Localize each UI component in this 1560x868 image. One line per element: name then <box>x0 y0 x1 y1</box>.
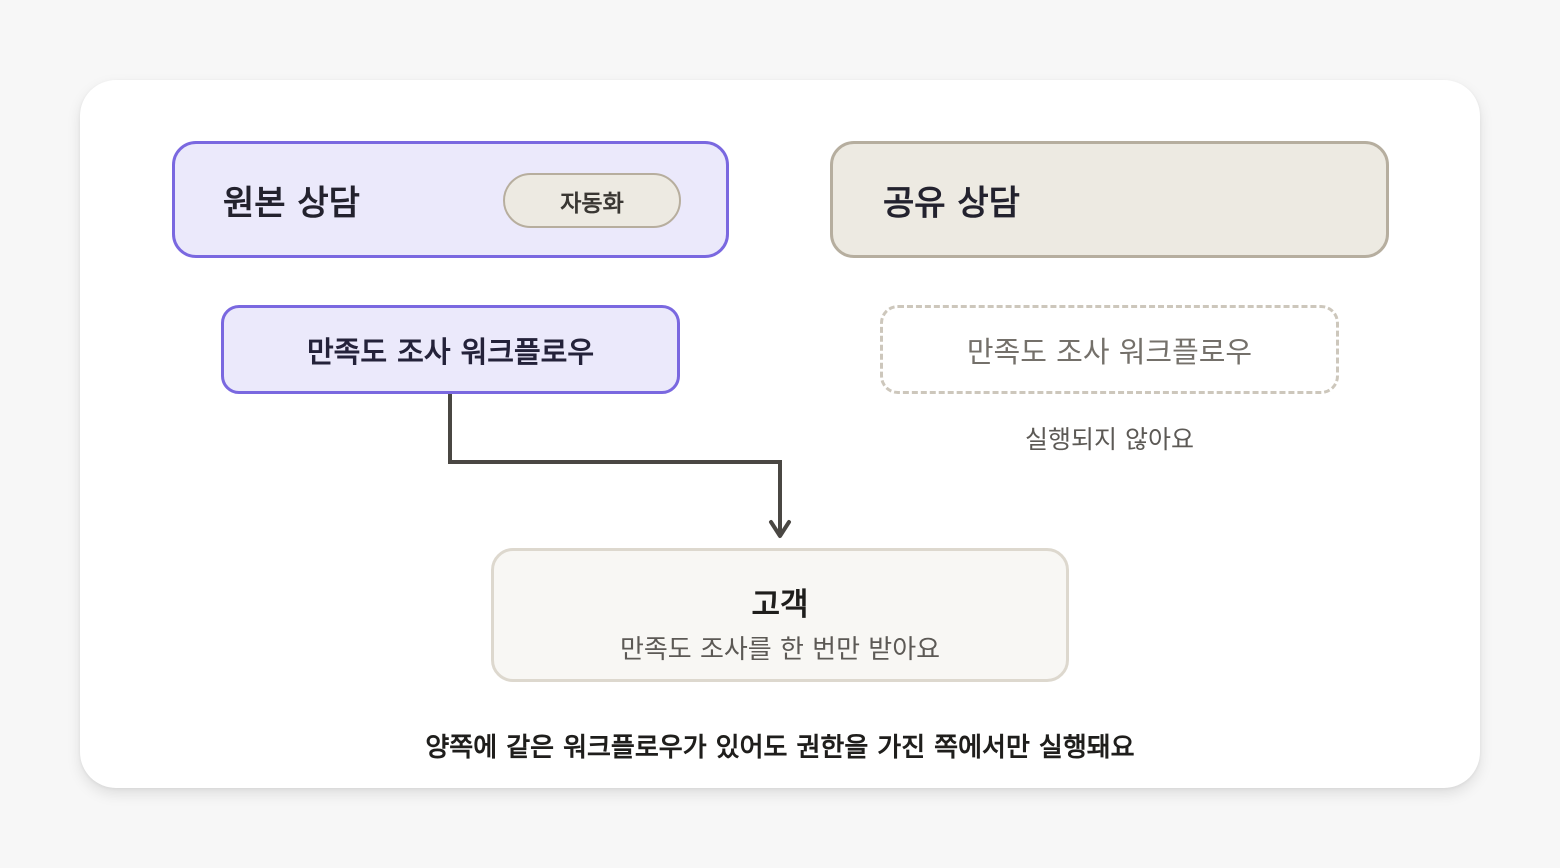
arrow-line <box>448 394 782 534</box>
shared-workflow-box: 만족도 조사 워크플로우 <box>880 305 1339 394</box>
footnote: 양쪽에 같은 워크플로우가 있어도 권한을 가진 쪽에서만 실행돼요 <box>425 733 1135 763</box>
origin-conversation-title: 원본 상담 <box>223 183 360 223</box>
customer-box: 고객 만족도 조사를 한 번만 받아요 <box>491 548 1069 682</box>
shared-conversation-box: 공유 상담 <box>830 141 1389 258</box>
arrow-head <box>769 520 791 538</box>
customer-title: 고객 <box>751 587 809 623</box>
origin-conversation-box: 원본 상담 자동화 <box>172 141 729 258</box>
origin-workflow-box: 만족도 조사 워크플로우 <box>221 305 680 394</box>
shared-conversation-title: 공유 상담 <box>883 183 1020 223</box>
customer-description: 만족도 조사를 한 번만 받아요 <box>619 635 941 665</box>
shared-workflow-status: 실행되지 않아요 <box>1025 425 1194 454</box>
automation-badge: 자동화 <box>503 173 681 228</box>
